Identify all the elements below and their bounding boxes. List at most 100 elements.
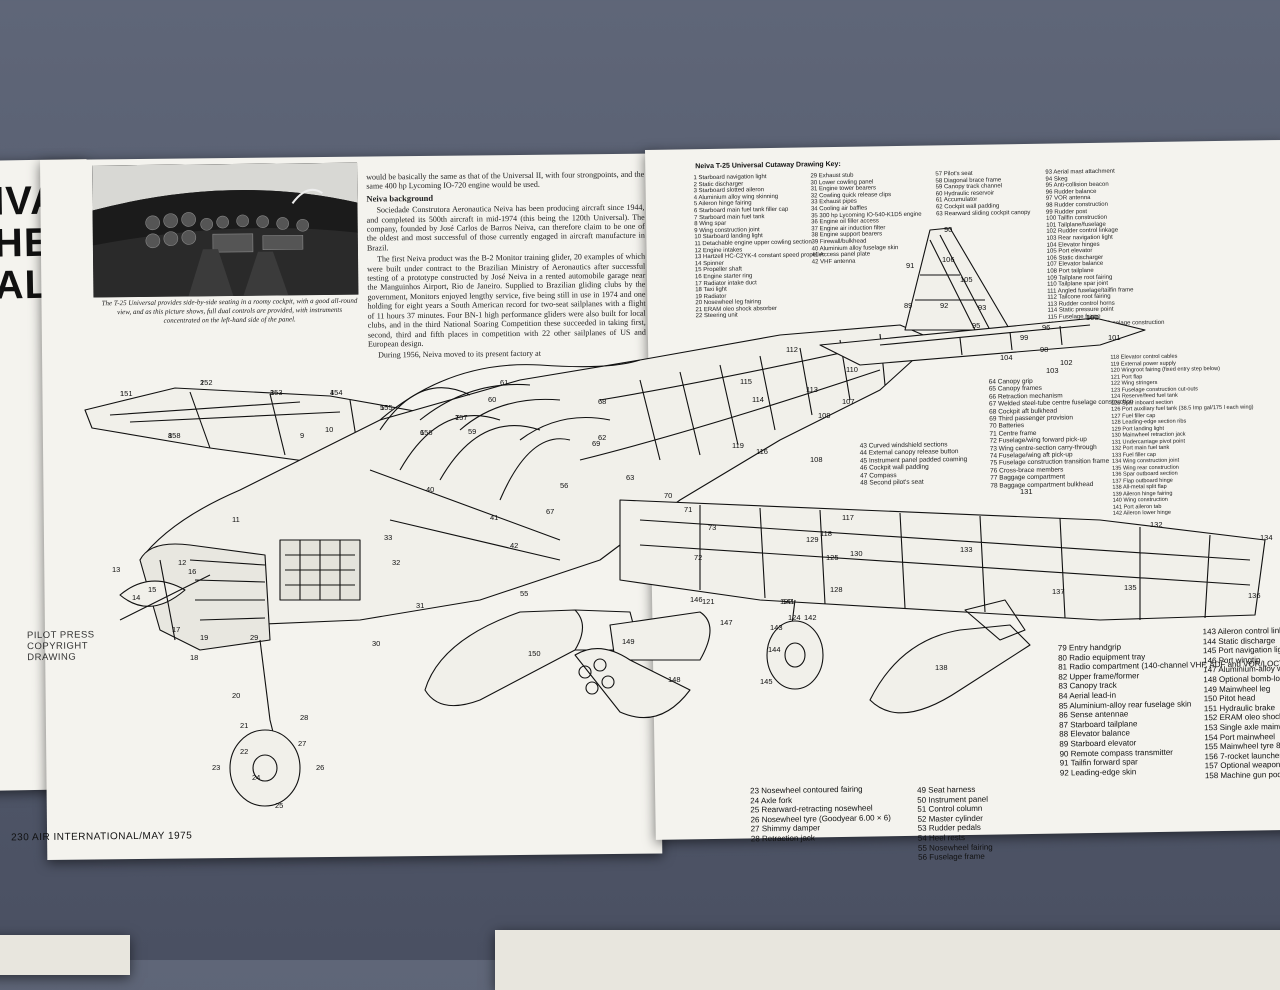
callout-number: 103	[1046, 366, 1059, 375]
callout-number: 9	[300, 431, 304, 440]
callout-number: 16	[188, 567, 196, 576]
callout-number: 63	[626, 473, 634, 482]
callout-number: 69	[592, 439, 600, 448]
callout-number: 128	[830, 585, 843, 594]
callout-number: 153	[270, 388, 283, 397]
callout-number: 4	[330, 388, 334, 397]
callout-number: 10	[325, 425, 333, 434]
callout-number: 5	[380, 403, 384, 412]
callout-number: 28	[300, 713, 308, 722]
callout-number: 15	[148, 585, 156, 594]
callout-number: 7	[455, 413, 459, 422]
callout-number: 122	[780, 597, 793, 606]
callout-number: 144	[768, 645, 781, 654]
callout-number: 26	[316, 763, 324, 772]
callout-number: 67	[546, 507, 554, 516]
cockpit-photo	[92, 162, 359, 298]
callout-number: 27	[298, 739, 306, 748]
callout-number: 55	[520, 589, 528, 598]
callout-number: 112	[786, 345, 798, 354]
callout-number: 142	[804, 613, 817, 622]
callout-number: 98	[1040, 345, 1048, 354]
callout-number: 8	[168, 431, 172, 440]
callout-number: 95	[972, 321, 980, 330]
callout-number: 145	[760, 677, 773, 686]
callout-number: 6	[420, 428, 424, 437]
callout-number: 42	[510, 541, 518, 550]
callout-number: 106	[942, 255, 955, 264]
callout-number: 100	[1086, 313, 1099, 322]
callout-number: 90	[944, 225, 952, 234]
callout-number: 148	[668, 675, 681, 684]
callout-number: 89	[904, 301, 912, 310]
callout-number: 96	[1042, 323, 1050, 332]
callout-number: 29	[250, 633, 258, 642]
callout-number: 132	[1150, 520, 1163, 529]
callout-number: 147	[720, 618, 733, 627]
callout-number: 116	[756, 447, 768, 456]
callout-number: 125	[826, 553, 839, 562]
callout-number: 151	[120, 389, 133, 398]
callout-number: 119	[732, 441, 744, 450]
callout-number: 93	[978, 303, 986, 312]
callout-number: 40	[426, 485, 434, 494]
callout-number: 110	[846, 365, 858, 374]
callout-number: 117	[842, 513, 854, 522]
callout-number: 30	[372, 639, 380, 648]
callout-number: 61	[500, 378, 508, 387]
callout-number: 33	[384, 533, 392, 542]
callout-number: 71	[684, 505, 692, 514]
callout-number: 136	[1248, 591, 1261, 600]
callout-number: 25	[275, 801, 283, 810]
callout-number: 114	[752, 395, 764, 404]
callout-number: 141	[782, 597, 795, 606]
callout-number: 19	[200, 633, 208, 642]
callout-number: 105	[960, 275, 973, 284]
callout-number: 149	[622, 637, 635, 646]
callout-number: 1	[120, 389, 124, 398]
callout-number: 155	[380, 403, 393, 412]
callout-number: 154	[330, 388, 343, 397]
callout-number: 24	[252, 773, 260, 782]
callout-number: 70	[664, 491, 672, 500]
callout-number: 109	[818, 411, 831, 420]
callout-number: 150	[528, 649, 541, 658]
callout-number: 12	[178, 558, 186, 567]
callout-number: 72	[694, 553, 702, 562]
callout-number: 130	[850, 549, 863, 558]
callout-number: 59	[468, 427, 476, 436]
callout-number: 104	[1000, 353, 1013, 362]
callout-number: 56	[560, 481, 568, 490]
callout-number: 41	[490, 513, 498, 522]
callout-number: 22	[240, 747, 248, 756]
callout-number: 133	[960, 545, 973, 554]
callout-number: 107	[842, 397, 855, 406]
callout-number: 135	[1124, 583, 1137, 592]
callout-number: 157	[455, 413, 468, 422]
callout-number: 143	[770, 623, 783, 632]
callout-number: 118	[820, 529, 832, 538]
callout-number: 14	[132, 593, 140, 602]
callout-number: 131	[1020, 487, 1033, 496]
callout-number: 20	[232, 691, 240, 700]
callout-number: 137	[1052, 587, 1065, 596]
callout-number: 115	[740, 377, 752, 386]
callout-number: 13	[112, 565, 120, 574]
callout-number: 23	[212, 763, 220, 772]
callout-number: 138	[935, 663, 948, 672]
callout-number: 21	[240, 721, 248, 730]
callout-number: 102	[1060, 358, 1073, 367]
callout-number: 124	[788, 613, 801, 622]
callout-number: 73	[708, 523, 716, 532]
callout-number: 121	[702, 597, 715, 606]
callout-number: 11	[232, 515, 240, 524]
callout-number: 92	[940, 301, 948, 310]
callout-number: 101	[1108, 333, 1121, 342]
callout-number: 156	[420, 428, 433, 437]
callout-number: 17	[172, 625, 180, 634]
callout-number: 32	[392, 558, 400, 567]
callout-number: 146	[690, 595, 703, 604]
callout-number: 60	[488, 395, 496, 404]
callout-number: 134	[1260, 533, 1273, 542]
